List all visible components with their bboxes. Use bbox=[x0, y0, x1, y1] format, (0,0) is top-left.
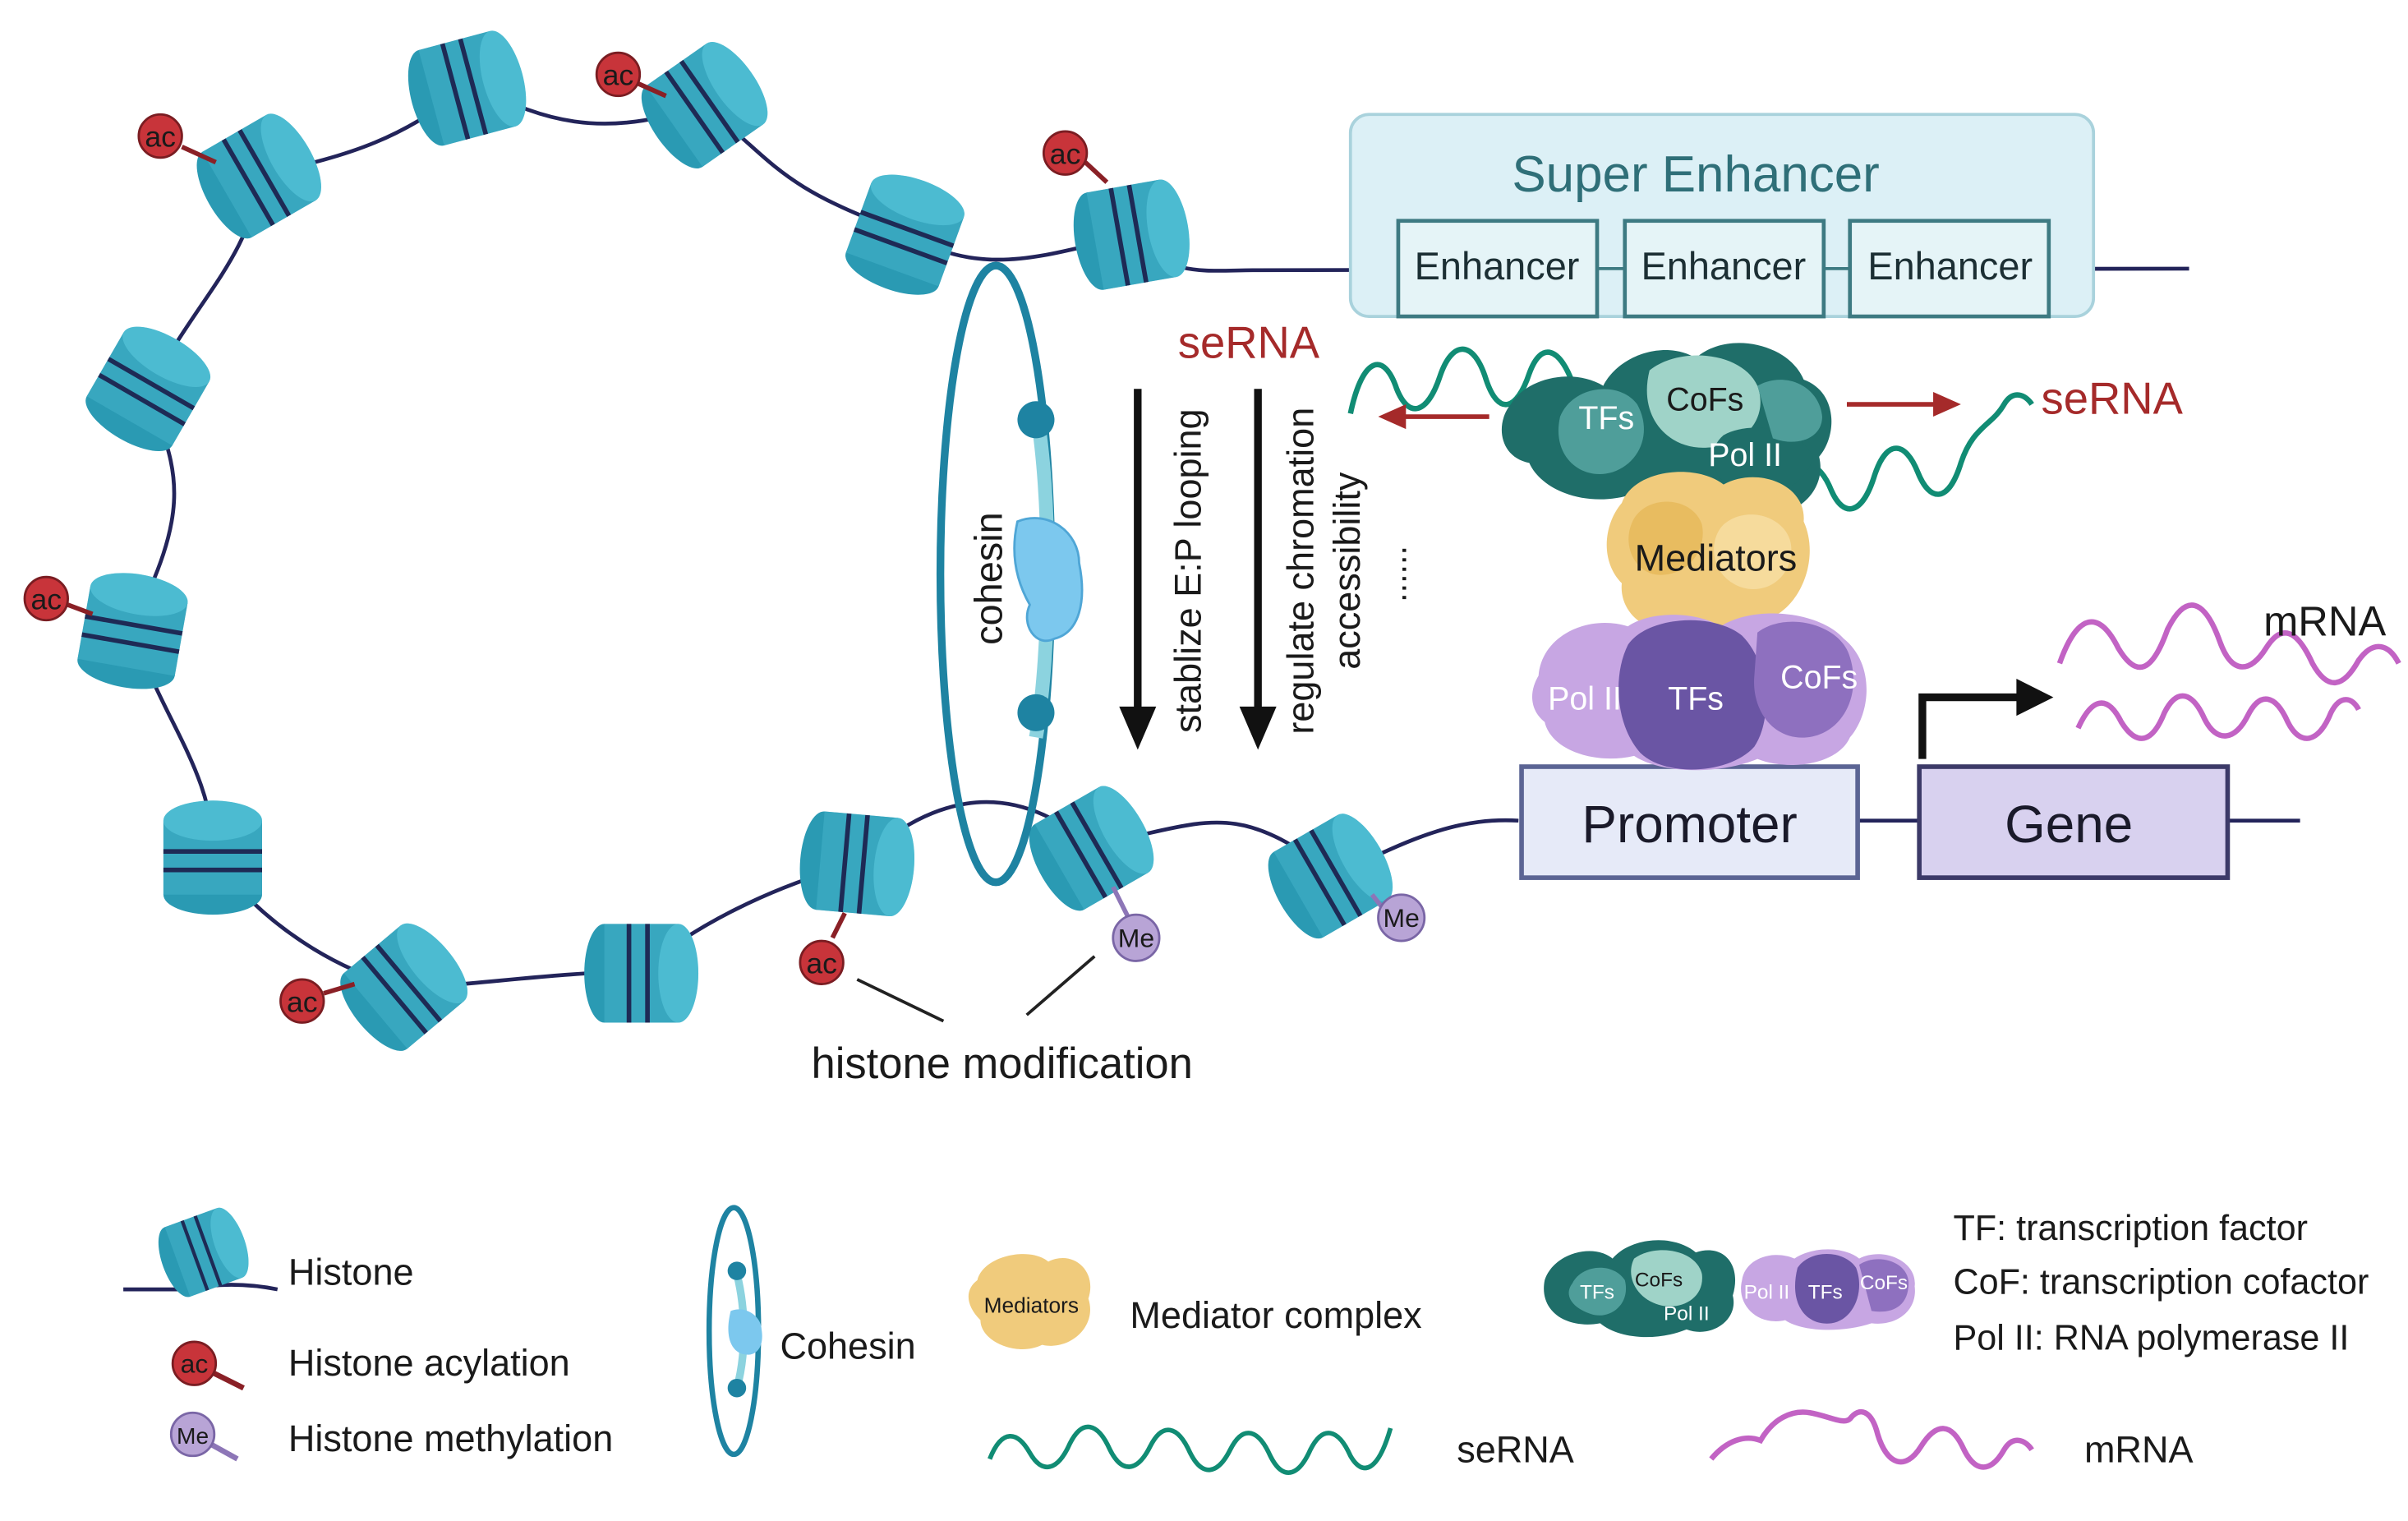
legend-me-text: Me bbox=[177, 1423, 209, 1449]
enhancer-box-3 bbox=[1848, 219, 2051, 319]
acylation-marks: ac ac ac ac ac ac bbox=[23, 51, 1109, 1024]
methylation-icon bbox=[1377, 893, 1426, 943]
legend-icon-cofs-purple: CoFs bbox=[1860, 1272, 1908, 1294]
ac-label: ac bbox=[145, 121, 176, 154]
mrna-wave-2 bbox=[2075, 693, 2361, 741]
legend-serna-label: seRNA bbox=[1457, 1428, 1574, 1470]
mrna-wave-1 bbox=[2056, 602, 2401, 686]
bottom-complex: Pol II TFs CoFs bbox=[1532, 613, 1867, 771]
legend-icon-tfs: TFs bbox=[1580, 1281, 1614, 1303]
histone-modification-label: histone modification bbox=[812, 1039, 1193, 1088]
bottom-complex-cofs: CoFs bbox=[1780, 659, 1858, 695]
super-enhancer-label: Super Enhancer bbox=[1512, 146, 1879, 203]
promoter-gene: Promoter Gene bbox=[1519, 679, 2231, 880]
enhancer-label-2: Enhancer bbox=[1641, 245, 1806, 288]
bottom-complex-pol2: Pol II bbox=[1548, 681, 1622, 717]
enhancer-box-1 bbox=[1396, 219, 1600, 319]
legend-complex-teal-icon bbox=[1544, 1240, 1736, 1338]
legend-mediator-icon bbox=[968, 1254, 1091, 1350]
serna-label-top: seRNA bbox=[1178, 318, 1320, 368]
serna-function-arrows: stablize E:P looping regulate chromation… bbox=[1119, 389, 1413, 750]
legend-complex-purple-icon bbox=[1741, 1249, 1915, 1330]
cohesin-ring: cohesin bbox=[936, 261, 1084, 887]
serna-label-right: seRNA bbox=[2042, 373, 2184, 423]
arrow-label-accessibility-2: accessibility bbox=[1326, 472, 1368, 670]
histone-icon bbox=[74, 566, 191, 696]
legend-mrna-wave bbox=[1709, 1408, 2034, 1470]
histone-icon bbox=[1017, 777, 1165, 920]
methylation-icon bbox=[1112, 913, 1161, 962]
ac-label: ac bbox=[603, 59, 634, 92]
top-complex-cofs: CoFs bbox=[1666, 382, 1743, 418]
mediators-label: Mediators bbox=[1635, 537, 1798, 579]
legend-histone-icon bbox=[150, 1203, 256, 1302]
legend: Histone ac Histone acylation Me Histone … bbox=[123, 1203, 2369, 1475]
legend-pol-definition: Pol II: RNA polymerase II bbox=[1953, 1318, 2349, 1357]
legend-ac-text: ac bbox=[181, 1348, 209, 1378]
top-complex-pol2: Pol II bbox=[1708, 437, 1782, 473]
methylation-marks: Me Me bbox=[1111, 886, 1426, 962]
top-complex: TFs CoFs Pol II bbox=[1501, 343, 1832, 519]
arrow-label-accessibility-1: regulate chromation bbox=[1280, 408, 1322, 735]
arrow-label-looping: stablize E:P looping bbox=[1167, 408, 1209, 733]
legend-histone-label: Histone bbox=[288, 1251, 414, 1293]
serna-wave-right bbox=[1785, 392, 2034, 512]
me-label: Me bbox=[1118, 924, 1154, 953]
bottom-complex-tfs: TFs bbox=[1668, 681, 1724, 717]
histone-icon bbox=[185, 105, 333, 247]
serna-wave-left bbox=[1347, 346, 1576, 414]
top-complex-tfs: TFs bbox=[1578, 400, 1634, 436]
legend-icon-cofs: CoFs bbox=[1635, 1269, 1683, 1291]
enhancer-label-1: Enhancer bbox=[1415, 245, 1580, 288]
ac-label: ac bbox=[1050, 137, 1081, 170]
histone-icon bbox=[839, 164, 970, 306]
legend-mrna-label: mRNA bbox=[2084, 1428, 2194, 1470]
histone-icon bbox=[163, 800, 262, 915]
histone-icon bbox=[76, 315, 219, 463]
histone-icon bbox=[399, 25, 535, 150]
cohesin-label: cohesin bbox=[968, 512, 1011, 645]
ellipsis-label: ...... bbox=[1375, 546, 1413, 602]
mediators: Mediators bbox=[1606, 472, 1810, 639]
tss-arrow bbox=[1918, 693, 2020, 759]
legend-icon-pol2-purple: Pol II bbox=[1744, 1281, 1790, 1303]
ac-label: ac bbox=[30, 583, 62, 616]
legend-methylation-icon bbox=[169, 1411, 216, 1458]
histone-modification-annotation: histone modification bbox=[812, 955, 1193, 1088]
legend-cohesin-icon bbox=[728, 1309, 762, 1355]
ac-label: ac bbox=[287, 985, 318, 1018]
legend-mediator-label: Mediator complex bbox=[1130, 1294, 1422, 1336]
legend-tf-definition: TF: transcription factor bbox=[1953, 1209, 2308, 1248]
histone-icon bbox=[1067, 176, 1197, 293]
gene-label: Gene bbox=[2005, 795, 2133, 854]
legend-acylation-label: Histone acylation bbox=[288, 1342, 570, 1384]
histone-icon bbox=[584, 924, 698, 1022]
cohesin-icon bbox=[1013, 517, 1084, 643]
legend-cof-definition: CoF: transcription cofactor bbox=[1953, 1263, 2369, 1302]
gene-box bbox=[1917, 764, 2231, 880]
legend-serna-wave bbox=[988, 1424, 1393, 1475]
ac-label: ac bbox=[806, 947, 837, 979]
histone-icon bbox=[796, 809, 919, 918]
legend-acylation-icon bbox=[171, 1340, 218, 1386]
serna-direction-arrows bbox=[1378, 392, 1961, 430]
enhancer-label-3: Enhancer bbox=[1867, 245, 2033, 288]
promoter-label: Promoter bbox=[1582, 795, 1797, 854]
legend-cohesin-label: Cohesin bbox=[780, 1325, 915, 1367]
me-label: Me bbox=[1384, 903, 1420, 933]
enhancer-box-2 bbox=[1623, 219, 1826, 319]
legend-methylation-label: Histone methylation bbox=[288, 1417, 613, 1459]
legend-icon-pol2: Pol II bbox=[1664, 1303, 1710, 1325]
histone-icon bbox=[629, 32, 780, 178]
mrna-label: mRNA bbox=[2263, 598, 2386, 645]
legend-mediators-icon-text: Mediators bbox=[984, 1293, 1079, 1317]
super-enhancer: Super Enhancer Enhancer Enhancer Enhance… bbox=[1348, 113, 2096, 319]
legend-icon-tfs-purple: TFs bbox=[1808, 1281, 1843, 1303]
promoter-box bbox=[1519, 764, 1860, 880]
